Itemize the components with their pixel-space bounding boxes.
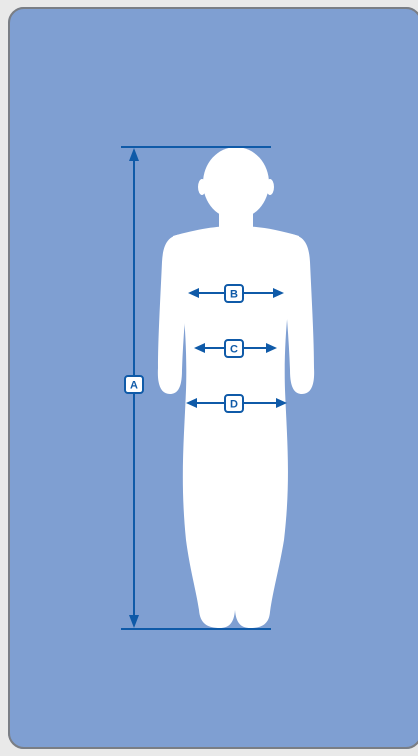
label-B: B	[225, 285, 243, 302]
label-D: D	[225, 395, 243, 412]
label-A-text: A	[130, 380, 138, 392]
label-A: A	[125, 376, 143, 393]
label-C-text: C	[230, 344, 238, 356]
label-B-text: B	[230, 289, 238, 301]
label-D-text: D	[230, 399, 238, 411]
label-C: C	[225, 340, 243, 357]
